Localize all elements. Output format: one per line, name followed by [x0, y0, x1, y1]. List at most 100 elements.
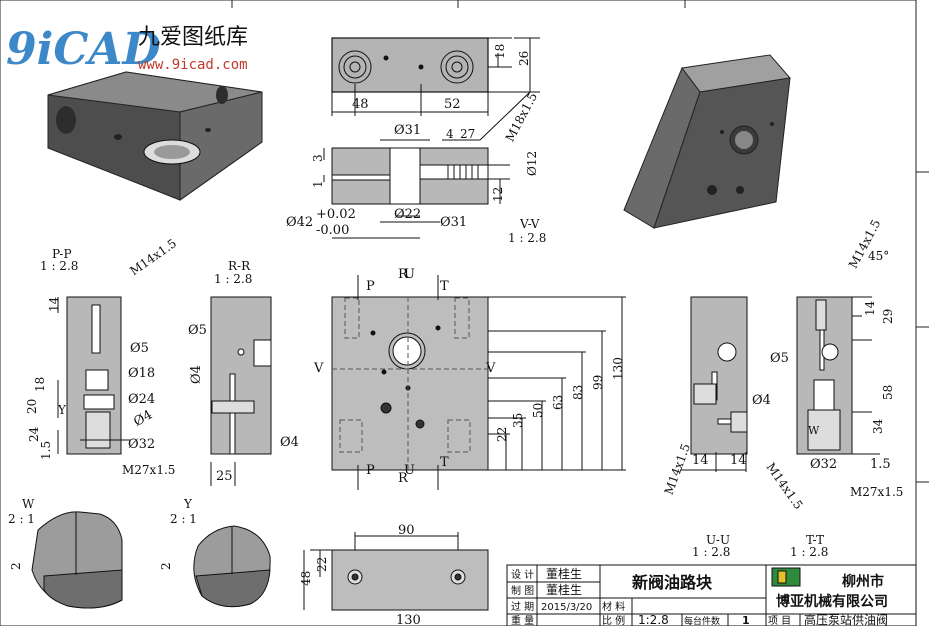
- main-label-u-top: U: [404, 267, 415, 282]
- tb-qty-label: 每台件数: [684, 615, 720, 626]
- rr-d5: Ø5: [188, 323, 207, 338]
- detail-y-scale: 2 : 1: [170, 512, 197, 526]
- main-label-t-bottom: T: [440, 455, 449, 470]
- pp-d4: Ø4: [131, 407, 155, 429]
- bottom-dim-22: 22: [315, 557, 329, 572]
- iso-view-right: [623, 54, 791, 229]
- pp-dim24: 24: [27, 426, 41, 442]
- detail-w: [31, 511, 123, 609]
- main-dim-63: 63: [551, 395, 565, 410]
- main-label-r-bottom: R: [398, 471, 409, 486]
- title-block: [506, 564, 917, 626]
- tb-project-label: 项 目: [768, 615, 791, 626]
- dim-top-48: 48: [352, 97, 369, 112]
- dim-v-tol-dn: -0.00: [316, 223, 349, 238]
- main-dim-130: 130: [611, 357, 625, 380]
- tb-drafter: 董桂生: [546, 582, 582, 597]
- section-u-u: [680, 296, 748, 472]
- pp-d5: Ø5: [130, 341, 149, 356]
- tt-14: 14: [863, 300, 877, 316]
- main-view: [331, 275, 626, 490]
- pp-d18: Ø18: [128, 366, 155, 381]
- main-label-v-right: V: [485, 361, 496, 376]
- tt-29: 29: [881, 309, 895, 324]
- dim-top-18: 18: [493, 44, 507, 59]
- bottom-view: [303, 532, 489, 611]
- dim-v-27: 27: [460, 127, 475, 141]
- tb-check-label: 过 期: [511, 600, 534, 613]
- dim-v-d31b: Ø31: [440, 215, 467, 230]
- bottom-dim-130: 130: [396, 613, 421, 626]
- uu-thread-left: M14x1.5: [662, 442, 693, 497]
- main-dim-22: 22: [495, 427, 509, 442]
- uu-d14b: 14: [730, 453, 747, 468]
- detail-y-dim: 2: [159, 562, 173, 570]
- uu-d5: Ø5: [770, 351, 789, 366]
- tb-project: 高压泵站供油阀: [804, 612, 888, 626]
- logo-text: 9iCAD: [6, 24, 161, 75]
- main-label-r-top: R: [398, 267, 409, 282]
- detail-y-name: Y: [183, 497, 193, 511]
- dim-v-31: Ø31: [394, 123, 421, 138]
- section-t-t: [796, 296, 880, 455]
- rr-d4: Ø4: [280, 435, 299, 450]
- tb-company-city: 柳州市: [842, 573, 884, 590]
- dim-v-12: 12: [491, 187, 505, 202]
- main-label-u-bottom: U: [404, 463, 415, 478]
- uu-d4: Ø4: [752, 393, 771, 408]
- section-tt-name: T-T: [806, 533, 824, 547]
- tb-date: 2015/3/20: [541, 602, 592, 613]
- detail-w-scale: 2 : 1: [8, 512, 35, 526]
- zone-marks: [231, 0, 929, 483]
- dim-v-d12: Ø12: [525, 151, 539, 176]
- main-dim-50: 50: [531, 403, 545, 418]
- site-name: 九爱图纸库: [138, 25, 248, 50]
- section-uu-scale: 1 : 2.8: [692, 545, 730, 559]
- dim-v-1: 1: [311, 180, 325, 188]
- section-rr-name: R-R: [228, 259, 251, 273]
- section-uu-name: U-U: [706, 533, 730, 547]
- section-r-r: [210, 296, 272, 486]
- tb-scale: 1:2.8: [638, 613, 669, 626]
- pp-14: 14: [47, 296, 61, 312]
- dim-v-3: 3: [311, 154, 325, 162]
- tb-part-name: 新阀油路块: [632, 573, 713, 592]
- tt-58: 58: [881, 385, 895, 400]
- site-url: www.9icad.com: [138, 57, 248, 73]
- tt-d32: Ø32: [810, 457, 837, 472]
- tt-angle: 45°: [868, 249, 889, 263]
- section-v-v: [323, 91, 531, 239]
- section-pp-scale: 1 : 2.8: [40, 259, 78, 273]
- pp-dim15: 1.5: [39, 441, 53, 460]
- pp-dim18: 18: [33, 377, 47, 392]
- bottom-dim-48: 48: [299, 571, 313, 586]
- tt-15: 1.5: [870, 457, 891, 472]
- dim-v-4: 4: [446, 127, 454, 141]
- tb-weight-label: 重 量: [511, 614, 534, 626]
- rr-d4v: Ø4: [189, 365, 204, 384]
- watermark-logo: 9iCAD 九爱图纸库 www.9icad.com: [6, 24, 248, 75]
- main-label-p-bottom: P: [366, 463, 375, 478]
- dim-v-tol-up: +0.02: [316, 207, 356, 222]
- tb-draw-label: 制 图: [511, 584, 534, 597]
- tb-company-name: 博亚机械有限公司: [776, 593, 888, 610]
- tt-m27: M27x1.5: [850, 485, 903, 499]
- pp-dim20: 20: [25, 399, 39, 414]
- pp-thread: M14x1.5: [127, 236, 179, 278]
- tt-34: 34: [871, 418, 885, 434]
- main-label-v-left: V: [313, 361, 324, 376]
- iso-view-left: [47, 71, 263, 201]
- detail-w-name: W: [22, 497, 35, 511]
- section-pp-name: P-P: [52, 247, 72, 261]
- tt-label-w: W: [808, 424, 820, 437]
- detail-y: [193, 525, 271, 608]
- dim-top-26: 26: [517, 51, 531, 66]
- dim-v-thread: M18x1.5: [503, 90, 540, 144]
- main-dim-99: 99: [591, 375, 605, 390]
- section-tt-scale: 1 : 2.8: [790, 545, 828, 559]
- section-p-p: [57, 296, 130, 455]
- tb-designer: 董桂生: [546, 566, 582, 581]
- section-v-v-name: V-V: [519, 217, 540, 231]
